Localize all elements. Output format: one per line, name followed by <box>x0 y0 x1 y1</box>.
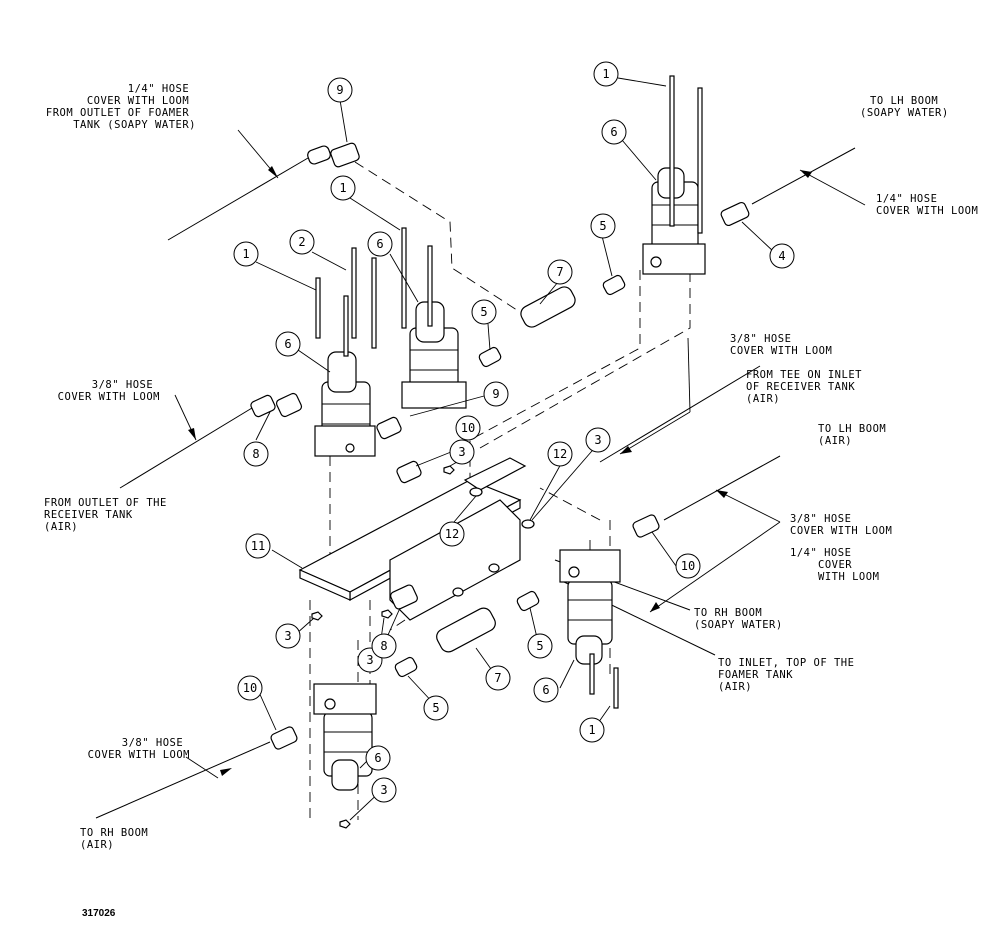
callout-5-mid: 5 <box>471 299 497 325</box>
callout-bubbles: 1 9 6 1 5 7 4 1 2 6 5 6 9 8 10 3 12 3 12… <box>233 61 795 803</box>
solenoid-valve-left <box>314 351 376 457</box>
callout-1-left: 1 <box>233 241 259 267</box>
callout-4: 4 <box>769 243 795 269</box>
callout-8-left: 8 <box>243 441 269 467</box>
svg-text:10: 10 <box>681 559 695 573</box>
callout-5-right: 5 <box>527 633 553 659</box>
callout-9-top: 9 <box>327 77 353 103</box>
svg-text:3: 3 <box>284 629 291 643</box>
solenoid-valve-bottom-left <box>313 683 377 791</box>
note-hose-38-bottom: 3/8" HOSE COVER WITH LOOM <box>88 737 190 761</box>
svg-text:5: 5 <box>432 701 439 715</box>
svg-text:6: 6 <box>376 237 383 251</box>
note-hose-quarter-right2: 1/4" HOSE COVER WITH LOOM <box>790 547 879 583</box>
svg-text:8: 8 <box>252 447 259 461</box>
callout-11: 11 <box>245 533 271 559</box>
callout-2: 2 <box>289 229 315 255</box>
hose-lines <box>95 129 866 819</box>
callout-10-mid: 10 <box>455 415 481 441</box>
callout-9-mid: 9 <box>483 381 509 407</box>
note-from-tee-receiver: FROM TEE ON INLET OF RECEIVER TANK (AIR) <box>746 369 869 405</box>
svg-text:3: 3 <box>380 783 387 797</box>
callout-3-left: 3 <box>275 623 301 649</box>
callout-10-bottom: 10 <box>237 675 263 701</box>
svg-text:10: 10 <box>461 421 475 435</box>
svg-text:2: 2 <box>298 235 305 249</box>
svg-text:6: 6 <box>610 125 617 139</box>
note-hose-quarter-top: 1/4" HOSE COVER WITH LOOM FROM OUTLET OF… <box>46 83 196 131</box>
solenoid-valve-top-right <box>642 167 706 275</box>
solenoid-valve-bottom-right <box>559 549 621 665</box>
svg-text:11: 11 <box>251 539 265 553</box>
svg-text:9: 9 <box>492 387 499 401</box>
note-from-outlet-receiver: FROM OUTLET OF THE RECEIVER TANK (AIR) <box>44 497 174 533</box>
callout-6-left: 6 <box>275 331 301 357</box>
svg-text:9: 9 <box>336 83 343 97</box>
svg-text:7: 7 <box>494 671 501 685</box>
callout-6-mid: 6 <box>367 231 393 257</box>
note-to-inlet-foamer: TO INLET, TOP OF THE FOAMER TANK (AIR) <box>718 657 861 693</box>
svg-text:8: 8 <box>380 639 387 653</box>
callout-1-top-right: 1 <box>593 61 619 87</box>
note-to-rh-boom-soapy: TO RH BOOM (SOAPY WATER) <box>694 607 783 631</box>
notes: 1/4" HOSE COVER WITH LOOM FROM OUTLET OF… <box>44 83 978 851</box>
svg-text:3: 3 <box>458 445 465 459</box>
svg-text:6: 6 <box>542 683 549 697</box>
note-to-lh-boom-air: TO LH BOOM (AIR) <box>818 423 893 447</box>
svg-text:7: 7 <box>556 265 563 279</box>
fittings <box>250 142 750 829</box>
note-hose-38-left: 3/8" HOSE COVER WITH LOOM <box>58 379 160 403</box>
svg-text:3: 3 <box>366 653 373 667</box>
svg-text:1: 1 <box>602 67 609 81</box>
callout-7-top: 7 <box>547 259 573 285</box>
callout-3-right: 3 <box>585 427 611 453</box>
svg-text:5: 5 <box>480 305 487 319</box>
svg-text:3: 3 <box>594 433 601 447</box>
callout-12-mid: 12 <box>439 521 465 547</box>
svg-text:4: 4 <box>778 249 785 263</box>
callout-10-right: 10 <box>675 553 701 579</box>
note-hose-38-right: 3/8" HOSE COVER WITH LOOM <box>790 513 892 537</box>
svg-text:1: 1 <box>242 247 249 261</box>
mounting-bracket <box>298 457 527 621</box>
note-hose-quarter-right: 1/4" HOSE COVER WITH LOOM <box>876 193 978 217</box>
callout-8-bottom: 8 <box>371 633 397 659</box>
callout-7-bottom: 7 <box>485 665 511 691</box>
callout-leaders <box>255 77 775 821</box>
callout-3-mid: 3 <box>449 439 475 465</box>
note-to-lh-boom-soapy: TO LH BOOM (SOAPY WATER) <box>860 95 949 119</box>
svg-text:12: 12 <box>445 527 459 541</box>
note-hose-38-mid: 3/8" HOSE COVER WITH LOOM <box>730 333 832 357</box>
callout-6-bottom-right: 6 <box>533 677 559 703</box>
svg-text:5: 5 <box>536 639 543 653</box>
figure-number: 317026 <box>82 908 116 919</box>
callout-5-top: 5 <box>590 213 616 239</box>
callout-1-mid: 1 <box>330 175 356 201</box>
callout-6-top-right: 6 <box>601 119 627 145</box>
svg-text:1: 1 <box>339 181 346 195</box>
svg-text:6: 6 <box>374 751 381 765</box>
solenoid-valve-mid <box>401 301 467 409</box>
svg-text:10: 10 <box>243 681 257 695</box>
callout-5-bottom: 5 <box>423 695 449 721</box>
svg-text:6: 6 <box>284 337 291 351</box>
svg-text:12: 12 <box>553 447 567 461</box>
note-to-rh-boom-air: TO RH BOOM (AIR) <box>80 827 155 851</box>
callout-1-bottom: 1 <box>579 717 605 743</box>
svg-text:5: 5 <box>599 219 606 233</box>
callout-12-right: 12 <box>547 441 573 467</box>
bolts <box>315 75 703 709</box>
callout-3-lowest: 3 <box>371 777 397 803</box>
svg-text:1: 1 <box>588 723 595 737</box>
callout-6-bottom: 6 <box>365 745 391 771</box>
